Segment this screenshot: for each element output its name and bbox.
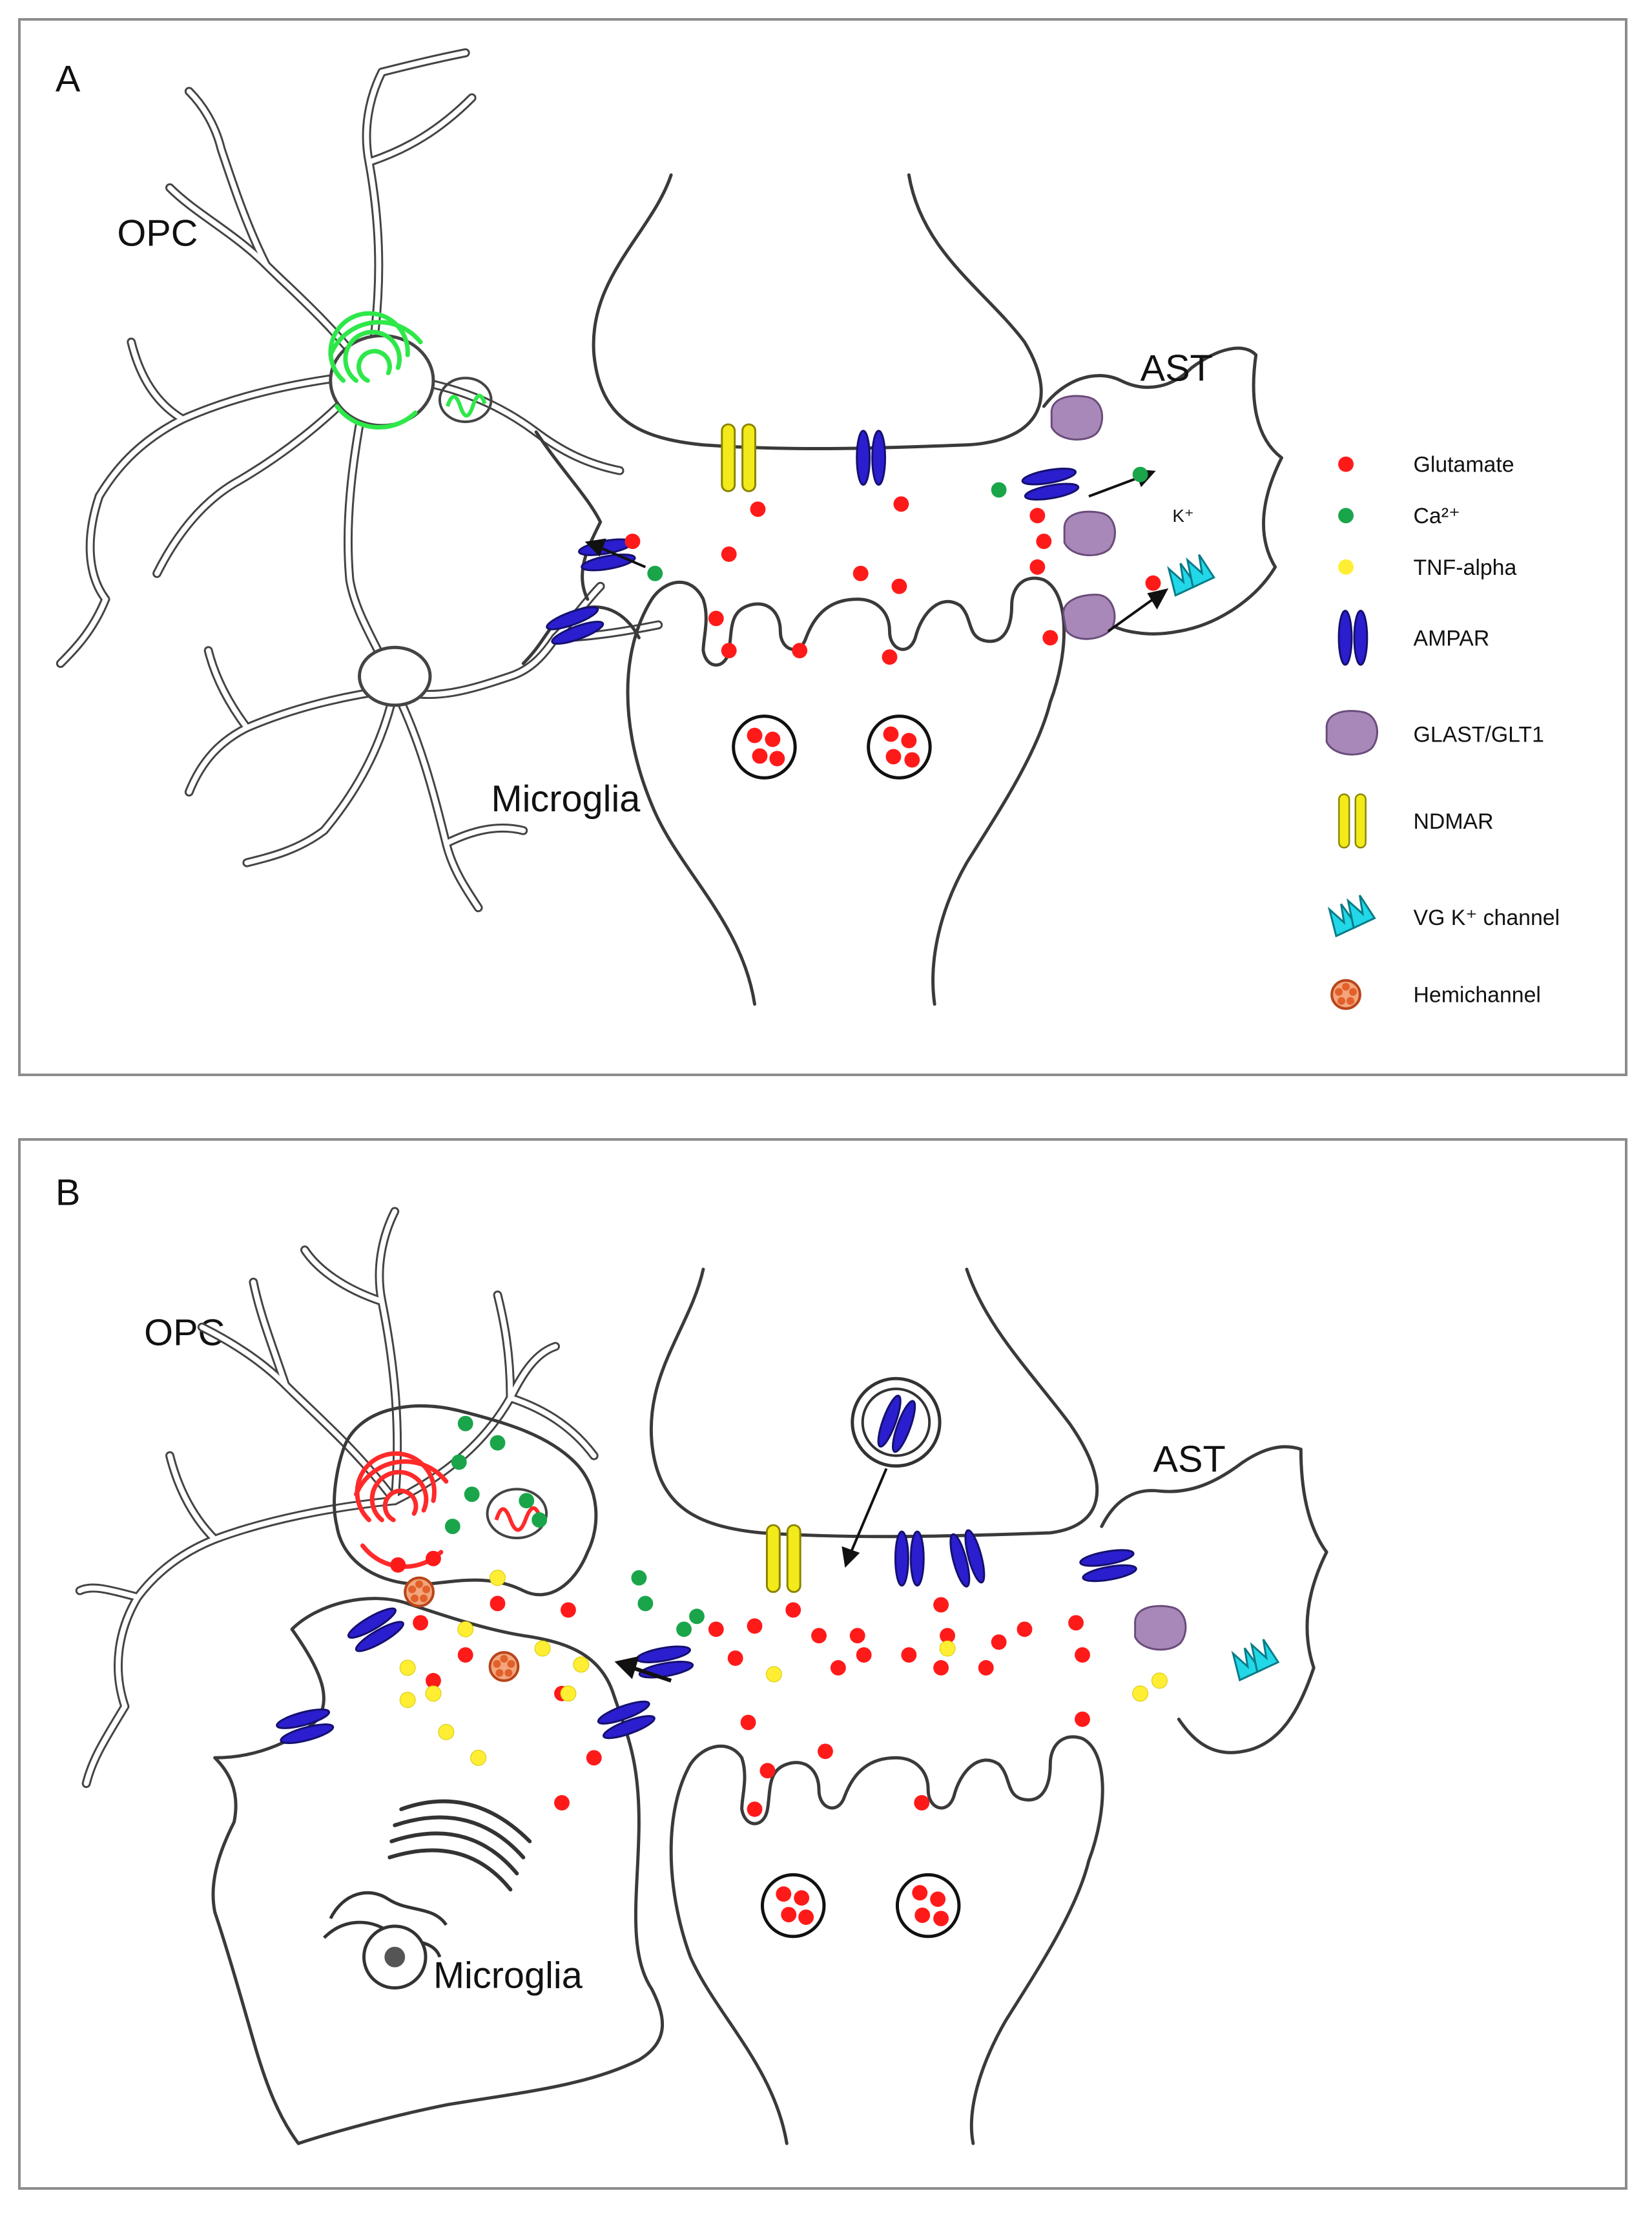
nmdar-icon [1338, 793, 1367, 849]
legend-label-nmdar: NDMAR [1414, 809, 1494, 834]
golgi-icon [387, 1799, 532, 1892]
presynaptic-terminal [669, 1735, 1104, 2145]
red-dot-icon [1338, 456, 1354, 472]
legend-label-ampar: AMPAR [1414, 626, 1490, 650]
nucleolus-icon [384, 1946, 406, 1968]
glast-transporter [1063, 510, 1117, 557]
flux-arrows [614, 1656, 672, 1683]
microglia-label: Microglia [433, 1955, 583, 1997]
microglia-cell [211, 1597, 664, 2145]
glutamate-dots [390, 1550, 1090, 1817]
opc-process-contact [534, 430, 603, 601]
opc-cell [56, 48, 663, 913]
opc-label: OPC [117, 213, 198, 254]
k-channel [1163, 552, 1215, 597]
vesicle [867, 714, 932, 780]
legend-label-glast: GLAST/GLT1 [1414, 723, 1544, 747]
k-plus-label: K⁺ [1172, 506, 1193, 526]
hemichannel [404, 1576, 435, 1608]
microglia-label: Microglia [491, 778, 641, 820]
yellow-dot-icon [1338, 559, 1354, 575]
ast-label: AST [1141, 348, 1213, 389]
ampar-receptor [344, 1603, 408, 1657]
legend-label-calcium: Ca²⁺ [1414, 504, 1460, 528]
legend: Glutamate Ca²⁺ TNF-alpha AMPAR GLAST/GLT… [1323, 453, 1560, 1010]
panel-b-diagram: B OPC Microglia AST [56, 1172, 1328, 2145]
vesicle [732, 714, 797, 780]
panel-b: B OPC Microglia AST [18, 1138, 1627, 2190]
glast-transporter [1059, 590, 1119, 644]
panel-a: A [18, 18, 1627, 1076]
tnf-alpha-dots [399, 1570, 1168, 1766]
opc-mitochondrion-icon [438, 377, 493, 423]
nmdar-receptor [721, 423, 757, 492]
hemichannel-icon [1330, 979, 1361, 1010]
glast-transporter [1134, 1605, 1187, 1651]
hemichannel [488, 1651, 520, 1682]
presynaptic-terminal [626, 576, 1066, 1006]
opc-cell [75, 1207, 599, 1789]
green-dot-icon [1338, 508, 1354, 524]
legend-label-glutamate: Glutamate [1414, 453, 1514, 477]
ampar-receptor [543, 601, 606, 649]
ampar-receptor [1078, 1546, 1139, 1586]
ampar-receptor [634, 1642, 695, 1682]
ast-label: AST [1153, 1439, 1225, 1480]
glast-icon [1325, 710, 1379, 756]
panel-b-letter: B [56, 1172, 81, 1214]
panel-a-letter: A [56, 58, 81, 99]
ampar-receptor [274, 1705, 336, 1748]
legend-label-k-channel: VG K⁺ channel [1414, 906, 1560, 930]
legend-label-tnf-alpha: TNF-alpha [1414, 556, 1517, 580]
postsynaptic-spine [649, 1267, 1099, 1539]
panel-a-diagram: A [56, 48, 1560, 1010]
vesicle [760, 1873, 826, 1938]
opc-soma [333, 1404, 598, 1597]
postsynaptic-spine [592, 173, 1043, 451]
ampar-receptor [1020, 464, 1080, 504]
calcium-dots [647, 466, 1148, 581]
astrocyte-process [1042, 346, 1284, 636]
glast-transporter [1050, 395, 1104, 441]
trafficking-arrow [841, 1468, 888, 1568]
ampar-receptor [856, 430, 887, 486]
vesicle-glutamate [747, 726, 920, 768]
opc-nucleus-icon [328, 311, 423, 430]
vesicle [895, 1873, 961, 1938]
glutamate-dots [625, 496, 1161, 665]
vesicle-glutamate [776, 1885, 949, 1926]
ampar-icon [1337, 610, 1368, 666]
k-channel-icon [1323, 893, 1376, 937]
k-channel [1227, 1636, 1279, 1681]
opc-mitochondrion-icon [486, 1488, 548, 1539]
ampar-receptor [595, 1696, 658, 1743]
legend-label-hemichannel: Hemichannel [1414, 983, 1541, 1008]
ampar-receptor [945, 1528, 989, 1590]
astrocyte-process [1100, 1445, 1328, 1754]
ampar-receptor [894, 1530, 925, 1587]
calcium-dots [444, 1415, 705, 1637]
